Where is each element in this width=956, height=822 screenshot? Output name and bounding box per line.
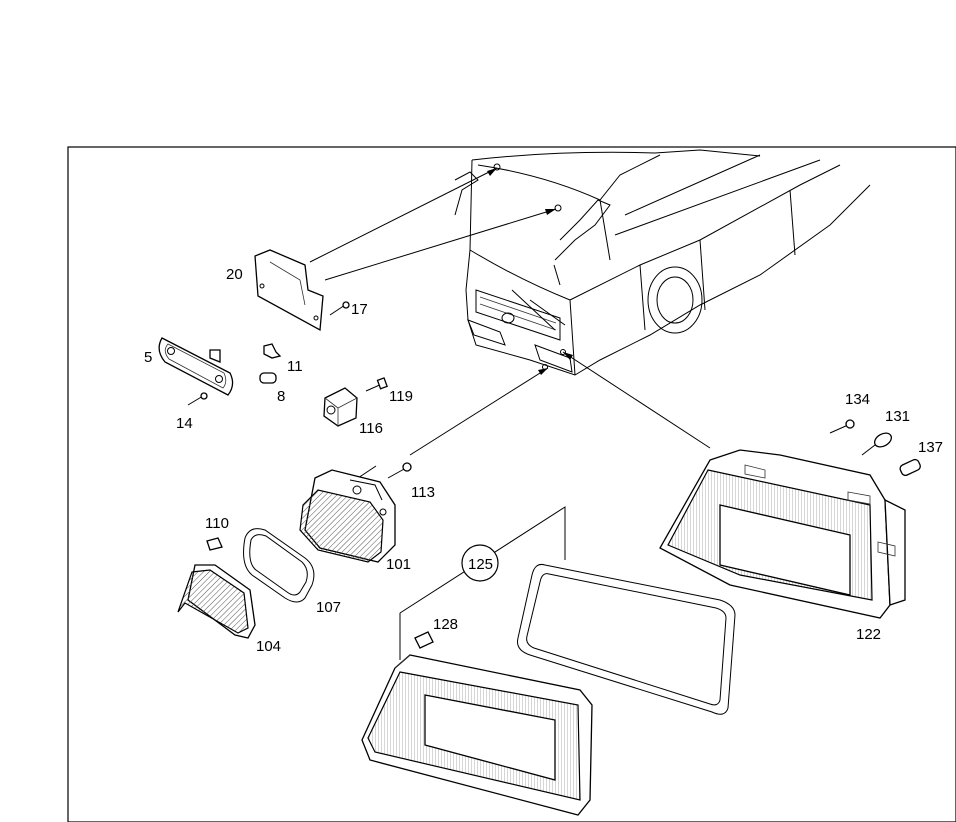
- callout-125: 125: [468, 556, 493, 573]
- callout-labels: 20 17 5 11 8 14 119 116 113 110 101 107 …: [144, 266, 943, 655]
- part-adjuster-116: [323, 387, 358, 427]
- diagram-frame: [67, 146, 956, 822]
- part-125-callout-circle: [461, 544, 499, 582]
- part-housing-101: [299, 469, 396, 563]
- callout-116: 116: [359, 420, 383, 437]
- callout-101: 101: [386, 556, 411, 573]
- callout-119: 119: [389, 388, 413, 405]
- callout-122: 122: [856, 626, 881, 643]
- part-side-lamp-5: [158, 337, 234, 396]
- callout-17: 17: [351, 301, 368, 318]
- part-headlamp-front: [361, 654, 593, 816]
- callout-5: 5: [144, 349, 152, 366]
- screw-134: [829, 419, 855, 434]
- callout-14: 14: [176, 415, 193, 432]
- callout-128: 128: [433, 616, 458, 633]
- part-bulb-8: [259, 372, 277, 384]
- part-bulb-131: [861, 432, 893, 456]
- part-clip-110: [206, 537, 223, 551]
- screw-113: [387, 462, 412, 479]
- callout-113: 113: [411, 484, 435, 501]
- part-bulb-137: [899, 458, 921, 476]
- part-clip-11: [263, 343, 282, 359]
- callout-8: 8: [277, 388, 285, 405]
- callout-137: 137: [918, 439, 943, 456]
- callout-104: 104: [256, 638, 281, 655]
- screw-119: [365, 377, 388, 392]
- part-clip-128: [414, 631, 434, 649]
- part-gasket-107: [243, 528, 315, 603]
- part-bracket-20: [254, 249, 324, 332]
- leader-lines: [309, 167, 711, 660]
- bus-front-drawing: [454, 149, 871, 376]
- screw-14: [187, 392, 208, 406]
- callout-20: 20: [226, 266, 243, 283]
- callout-11: 11: [287, 358, 303, 375]
- callout-134: 134: [845, 391, 870, 408]
- callout-110: 110: [205, 515, 229, 532]
- callout-107: 107: [316, 599, 341, 616]
- part-lens-104: [177, 564, 256, 639]
- screw-17: [329, 301, 350, 316]
- callout-131: 131: [885, 408, 910, 425]
- part-seal-125: [517, 564, 736, 715]
- part-headlamp-122: [659, 449, 906, 619]
